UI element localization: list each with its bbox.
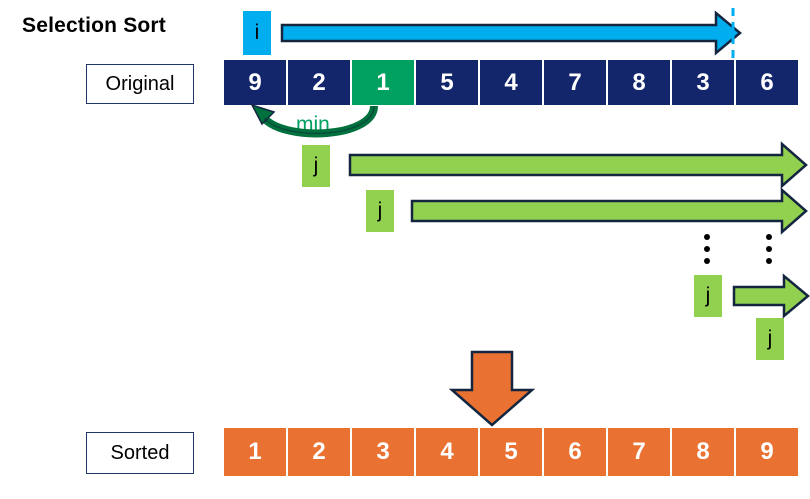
ellipsis-dot [704,258,710,264]
sorted-cell: 6 [544,428,606,476]
sorted-cell: 4 [416,428,478,476]
sorted-cell: 1 [224,428,286,476]
pointer-chip-j-1: j [302,145,330,187]
original-row-label: Original [86,64,194,104]
ellipsis-dot [766,234,772,240]
array-cell: 8 [608,60,670,105]
sorted-cell: 3 [352,428,414,476]
array-cell: 3 [672,60,734,105]
array-cell: 7 [544,60,606,105]
min-caption: min [296,113,330,136]
ellipsis-dot [704,246,710,252]
ellipsis-dot [766,258,772,264]
pointer-chip-j-2: j [366,190,394,232]
i-sweep-arrow [280,10,742,56]
pointer-chip-i: i [243,11,271,55]
array-cell: 5 [416,60,478,105]
pointer-chip-j-4: j [756,318,784,360]
sorted-cell: 7 [608,428,670,476]
j-sweep-arrow-3 [732,273,810,319]
array-cell-min: 1 [352,60,414,105]
result-down-arrow [448,350,536,427]
sorted-cell: 2 [288,428,350,476]
j-sweep-arrow-2 [410,187,808,235]
sorted-array-row: 1 2 3 4 5 6 7 8 9 [224,428,798,476]
vertical-ellipsis-icon [766,234,772,264]
sorted-cell: 5 [480,428,542,476]
sorted-cell: 8 [672,428,734,476]
ellipsis-dot [704,234,710,240]
min-swap-arrowhead [250,103,276,126]
array-cell: 2 [288,60,350,105]
vertical-ellipsis-icon [704,234,710,264]
j-sweep-arrow-1 [348,141,808,189]
array-cell: 6 [736,60,798,105]
pointer-chip-j-3: j [694,275,722,317]
sorted-row-label: Sorted [86,432,194,474]
original-array-row: 9 2 1 5 4 7 8 3 6 [224,60,798,105]
ellipsis-dot [766,246,772,252]
sorted-cell: 9 [736,428,798,476]
array-cell: 9 [224,60,286,105]
page-title: Selection Sort [22,14,166,37]
array-cell: 4 [480,60,542,105]
